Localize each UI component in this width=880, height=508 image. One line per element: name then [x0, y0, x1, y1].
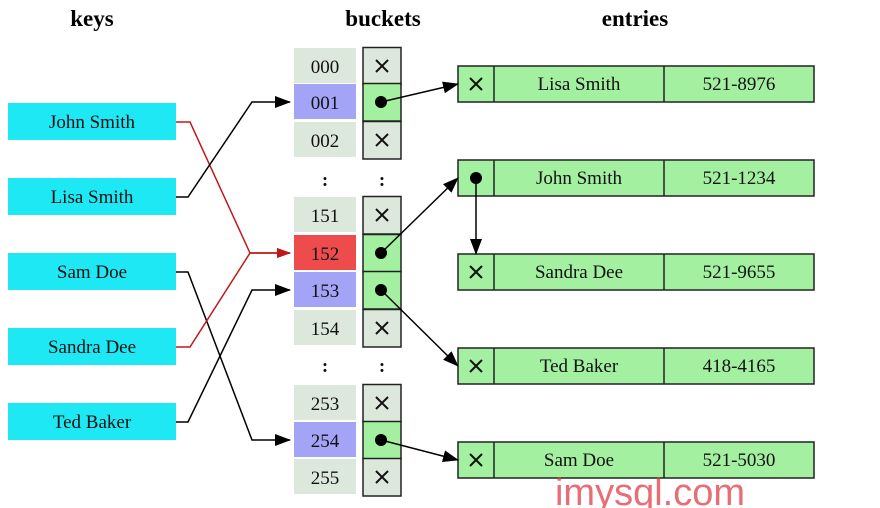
ellipsis-index: :: [322, 170, 328, 191]
key-label: Sandra Dee: [48, 337, 136, 358]
bucket-index: 254: [311, 431, 340, 452]
entry-phone: 521-8976: [703, 74, 776, 95]
key-label: Sam Doe: [57, 262, 127, 283]
bucket-index: 151: [311, 206, 340, 227]
bucket-ellipsis: ::: [322, 170, 385, 191]
key-box-bg: [8, 328, 176, 365]
bucket-index: 152: [311, 244, 340, 265]
key-box-bg: [8, 253, 176, 290]
watermark: imysql.com: [555, 472, 745, 508]
bucket-row: 152: [294, 233, 402, 273]
ellipsis-index: :: [322, 356, 328, 377]
collision-arrow: [176, 121, 291, 258]
entry-phone: 418-4165: [703, 356, 776, 377]
entry-row: Sam Doe 521-5030: [457, 441, 815, 479]
bucket-row: 153: [294, 270, 402, 310]
bucket-index-cell: [294, 459, 356, 494]
null-cross-icon: [375, 470, 389, 484]
header-keys: keys: [70, 6, 114, 31]
key-box-bg: [8, 403, 176, 440]
entry-name: Ted Baker: [540, 356, 619, 377]
entry-row: Lisa Smith 521-8976: [457, 65, 815, 103]
null-cross-icon: [469, 453, 483, 467]
bucket-index-cell: [294, 385, 356, 420]
bucket-pointer-arrow: [380, 289, 459, 367]
key-box-bg: [8, 178, 176, 215]
bucket-index: 001: [311, 93, 340, 114]
key-box: Sam Doe: [8, 253, 176, 290]
entry-box: [457, 347, 815, 385]
null-cross-icon: [469, 359, 483, 373]
entry-name: Sam Doe: [544, 450, 614, 471]
bucket-index-cell: [294, 48, 356, 83]
entry-row: Sandra Dee 521-9655: [457, 253, 815, 291]
bucket-index-cell: [294, 310, 356, 345]
key-label: Ted Baker: [53, 412, 132, 433]
bucket-row: 002: [294, 120, 402, 160]
entry-box: [457, 159, 815, 197]
entry-box: [457, 253, 815, 291]
entry-name: Lisa Smith: [538, 74, 621, 95]
null-cross-icon: [375, 133, 389, 147]
bucket-index: 000: [311, 57, 340, 78]
entry-name: John Smith: [536, 168, 623, 189]
bucket-index-cell: [294, 122, 356, 157]
bucket-row: 151: [294, 195, 402, 235]
ellipsis-slot: :: [379, 170, 385, 191]
entry-phone: 521-5030: [703, 450, 776, 471]
hash-arrow: [176, 284, 291, 423]
key-box: Lisa Smith: [8, 178, 176, 215]
ellipsis-slot: :: [379, 356, 385, 377]
bucket-index: 154: [311, 319, 340, 340]
bucket-ellipsis: ::: [322, 356, 385, 377]
entry-name: Sandra Dee: [535, 262, 623, 283]
hash-arrow: [176, 96, 291, 198]
bucket-index: 253: [311, 394, 340, 415]
bucket-pointer-arrow: [380, 439, 459, 463]
entry-phone: 521-1234: [703, 168, 776, 189]
bucket-row: 253: [294, 383, 402, 423]
null-cross-icon: [375, 321, 389, 335]
bucket-row: 154: [294, 308, 402, 348]
collision-arrow: [176, 248, 291, 348]
bucket-pointer-arrow: [380, 177, 459, 254]
null-cross-icon: [469, 265, 483, 279]
bucket-index-cell: [294, 235, 356, 270]
bucket-pointer-arrow: [380, 81, 459, 103]
bucket-index: 002: [311, 131, 340, 152]
entry-row: John Smith 521-1234: [457, 159, 815, 197]
bucket-row: 001: [294, 82, 402, 122]
key-box-bg: [8, 103, 176, 140]
null-cross-icon: [469, 77, 483, 91]
bucket-row: 254: [294, 420, 402, 460]
null-cross-icon: [375, 396, 389, 410]
key-box: Sandra Dee: [8, 328, 176, 365]
entry-box: [457, 65, 815, 103]
bucket-index-cell: [294, 422, 356, 457]
bucket-row: 000: [294, 46, 402, 86]
hash-arrow: [176, 271, 291, 446]
null-cross-icon: [375, 59, 389, 73]
bucket-index-cell: [294, 84, 356, 119]
entry-phone: 521-9655: [703, 262, 776, 283]
key-box: Ted Baker: [8, 403, 176, 440]
bucket-index: 153: [311, 281, 340, 302]
bucket-row: 255: [294, 457, 402, 497]
header-buckets: buckets: [345, 6, 420, 31]
header-entries: entries: [602, 6, 668, 31]
bucket-index-cell: [294, 197, 356, 232]
bucket-index-cell: [294, 272, 356, 307]
key-box: John Smith: [8, 103, 176, 140]
key-label: Lisa Smith: [51, 187, 134, 208]
null-cross-icon: [375, 208, 389, 222]
key-label: John Smith: [49, 112, 136, 133]
bucket-index: 255: [311, 468, 340, 489]
entry-row: Ted Baker 418-4165: [457, 347, 815, 385]
